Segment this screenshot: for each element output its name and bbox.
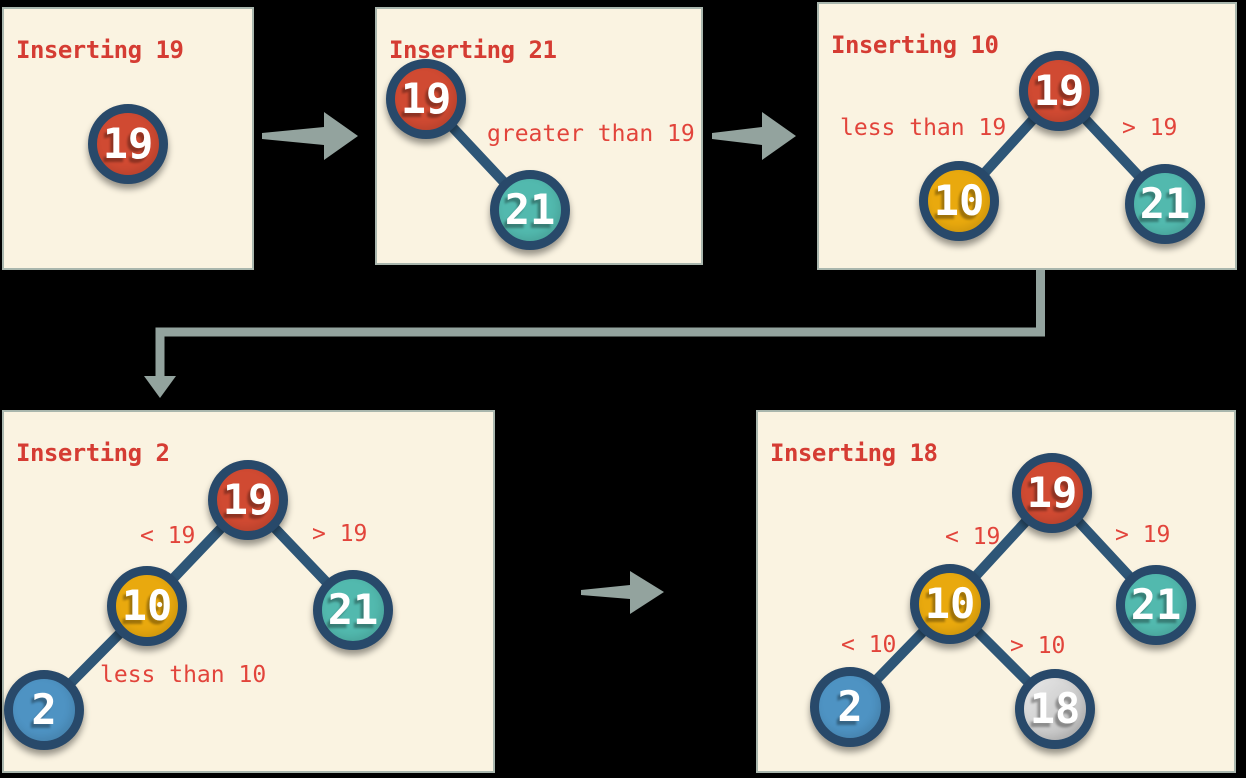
step-panel-inserting-19: Inserting 19 19 [2, 7, 254, 270]
right-arrow-icon [712, 112, 796, 160]
node-value: 19 [400, 74, 452, 123]
tree-node-21: 21 [1116, 565, 1196, 645]
node-value: 2 [837, 682, 863, 731]
step-panel-inserting-18: Inserting 18 19 10 21 2 18 < 19 > 19 < 1… [756, 410, 1236, 773]
right-arrow-icon [262, 112, 358, 160]
tree-node-2: 2 [810, 667, 890, 747]
node-value: 19 [102, 119, 154, 168]
node-value: 10 [933, 176, 985, 225]
step-panel-inserting-10: Inserting 10 19 10 21 less than 19 > 19 [817, 2, 1237, 270]
tree-node-19: 19 [1019, 51, 1099, 131]
step-panel-inserting-21: Inserting 21 19 21 greater than 19 [375, 7, 703, 265]
node-value: 21 [1139, 179, 1191, 228]
edge-label: < 19 [140, 523, 196, 549]
edge-label: > 10 [1010, 633, 1066, 659]
tree-node-21: 21 [1125, 164, 1205, 244]
node-value: 19 [1033, 66, 1085, 115]
tree-node-18: 18 [1015, 669, 1095, 749]
panel-title: Inserting 2 [16, 438, 170, 467]
edge-label: less than 19 [840, 115, 1007, 141]
panel-title: Inserting 19 [16, 35, 184, 64]
edge-label: < 10 [841, 632, 897, 658]
step-panel-inserting-2: Inserting 2 19 10 21 2 < 19 > 19 less th… [2, 410, 495, 773]
edge-label: > 19 [1122, 115, 1178, 141]
tree-node-19: 19 [88, 104, 168, 184]
tree-node-19: 19 [386, 59, 466, 139]
node-value: 19 [222, 475, 274, 524]
node-value: 10 [121, 581, 173, 630]
tree-node-21: 21 [490, 170, 570, 250]
tree-node-10: 10 [919, 161, 999, 241]
tree-node-19: 19 [208, 460, 288, 540]
edge-label: > 19 [1115, 522, 1171, 548]
down-left-connector [155, 270, 1045, 378]
node-value: 21 [1130, 580, 1182, 629]
node-value: 21 [504, 185, 556, 234]
edge-label: less than 10 [100, 662, 267, 688]
edge-label: < 19 [945, 524, 1001, 550]
edge-label: > 19 [312, 521, 368, 547]
node-value: 2 [31, 685, 57, 734]
panel-title: Inserting 18 [770, 438, 938, 467]
panel-title: Inserting 10 [831, 30, 999, 59]
node-value: 21 [327, 585, 379, 634]
node-value: 19 [1026, 468, 1078, 517]
edge-label: greater than 19 [487, 121, 695, 147]
node-value: 18 [1029, 684, 1081, 733]
tree-node-21: 21 [313, 570, 393, 650]
tree-node-19: 19 [1012, 453, 1092, 533]
tree-node-2: 2 [4, 670, 84, 750]
node-value: 10 [924, 579, 976, 628]
tree-node-10: 10 [107, 566, 187, 646]
down-arrowhead-icon [144, 376, 176, 398]
tree-node-10: 10 [910, 564, 990, 644]
right-arrow-icon [581, 571, 664, 614]
